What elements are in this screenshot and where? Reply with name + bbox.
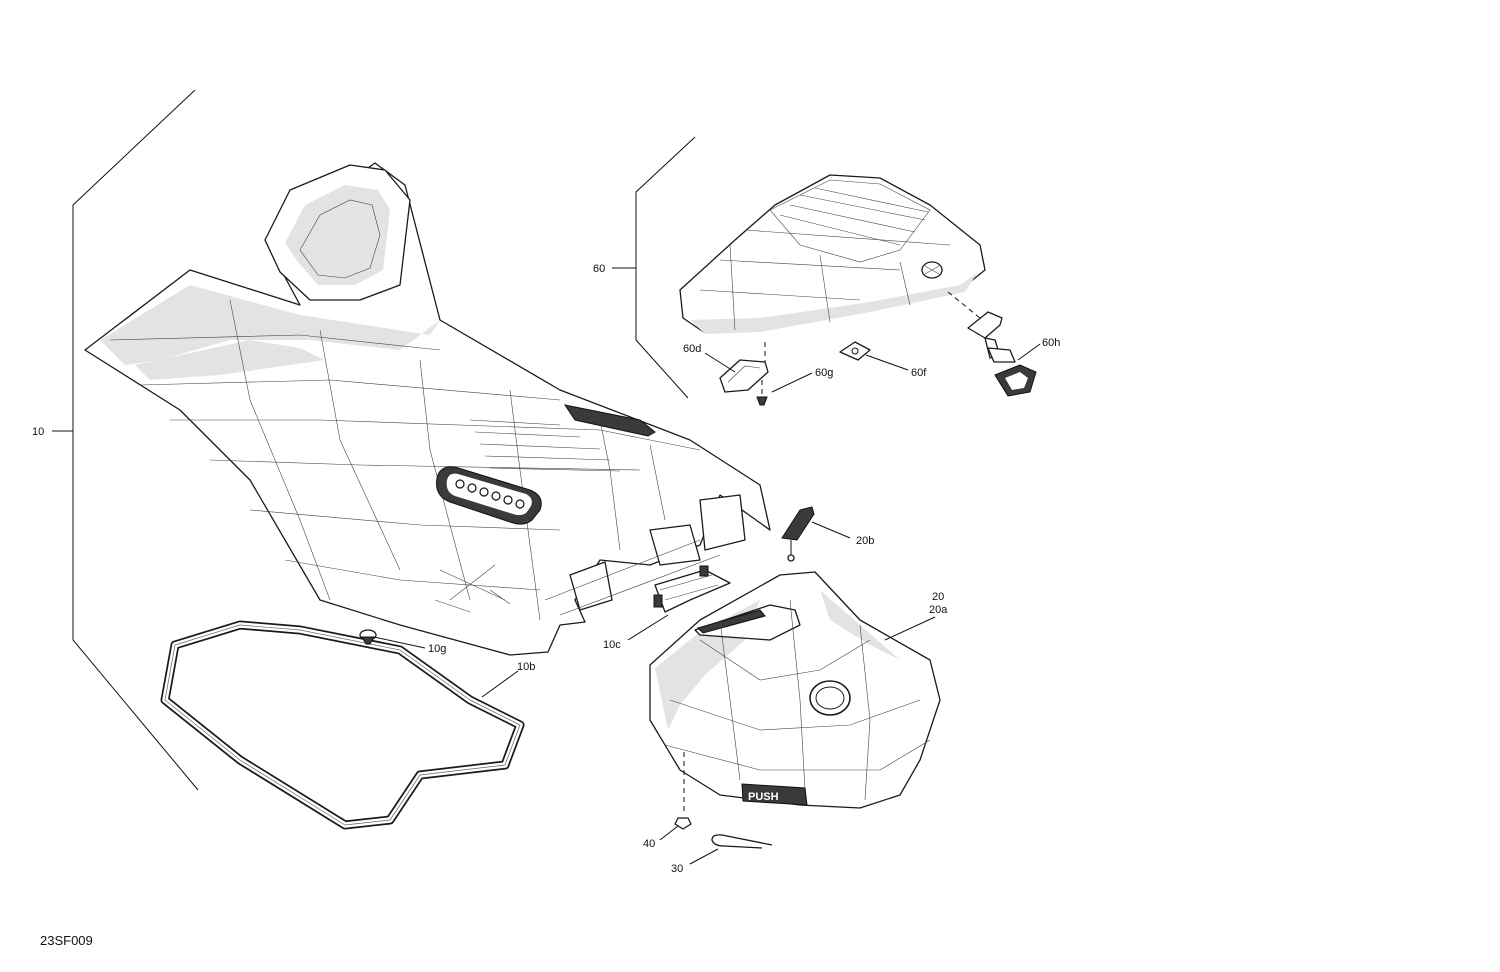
latch-bracket-10c-icon (653, 565, 731, 613)
clip-60g-icon (756, 380, 768, 406)
callout-60d: 60d (683, 343, 701, 355)
callout-40: 40 (643, 838, 655, 850)
clip-10g-icon (359, 629, 377, 645)
callout-60g: 60g (815, 367, 833, 379)
callout-60f: 60f (911, 367, 927, 379)
callout-20b: 20b (856, 535, 874, 547)
callout-10g: 10g (428, 643, 446, 655)
key-tether-60h-icon (967, 311, 1037, 397)
latch-20b-icon (781, 506, 815, 562)
callout-30: 30 (671, 863, 683, 875)
callouts: 10 10g 10b 10c 20b 20 20a 40 30 60 60d 6… (32, 263, 1060, 875)
gasket-icon (160, 620, 525, 830)
bracket-60 (612, 136, 696, 399)
callout-60h: 60h (1042, 337, 1060, 349)
callout-20: 20 (932, 591, 944, 603)
seat-cover-icon (679, 174, 986, 334)
callout-10c: 10c (603, 639, 621, 651)
callout-10b: 10b (517, 661, 535, 673)
callout-60: 60 (593, 263, 605, 275)
storage-bin-icon: PUSH (649, 571, 941, 809)
bracket-10 (52, 89, 199, 791)
seat-body-icon (84, 162, 771, 656)
push-badge-text: PUSH (748, 791, 779, 803)
callout-10: 10 (32, 426, 44, 438)
bracket-60d-icon (719, 359, 769, 393)
diagram-code: 23SF009 (40, 933, 93, 948)
wire-clip-30-icon (711, 834, 773, 849)
screw-40-icon (674, 817, 692, 830)
bracket-60f-icon (839, 341, 871, 361)
callout-20a: 20a (929, 604, 948, 616)
